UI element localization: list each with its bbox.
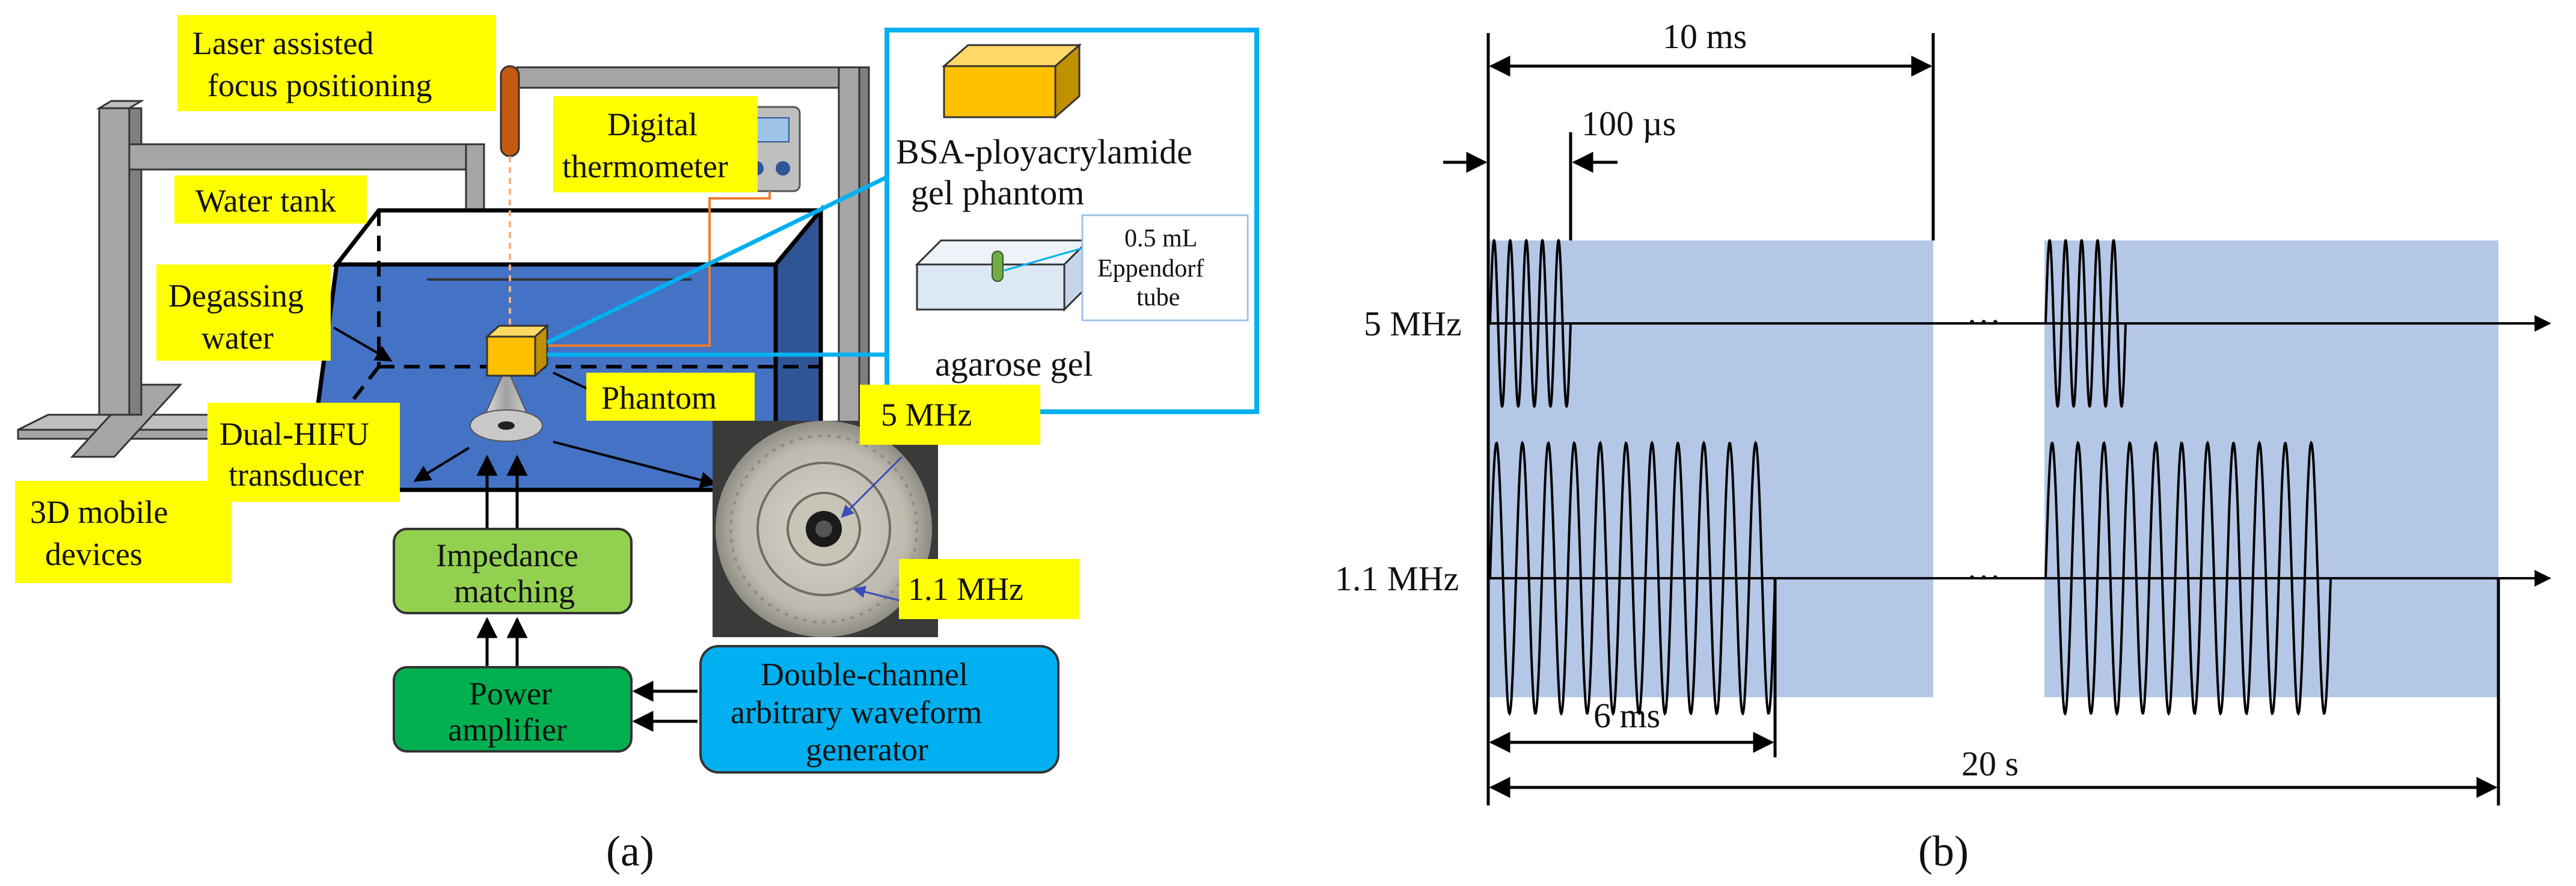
generator-line2: arbitrary waveform — [731, 694, 982, 730]
label-degassing-line1: Degassing — [168, 278, 304, 314]
label-degassing-line2: water — [201, 320, 274, 356]
label-transducer-line2: transducer — [228, 457, 364, 493]
channel-label-11mhz: 1.1 MHz — [1335, 559, 1459, 598]
waveform-generator-box — [699, 645, 1060, 774]
label-water-tank-bg — [174, 176, 367, 224]
channel-label-5mhz: 5 MHz — [1364, 304, 1462, 343]
yellow-labels: Laser assisted focus positioning Digital… — [15, 15, 1079, 619]
inset-tube-line3: tube — [1136, 284, 1180, 311]
label-laser-bg — [177, 15, 496, 111]
waveform-5mhz-burst-2 — [2044, 239, 2127, 408]
waveform-11mhz-burst-1 — [1489, 440, 1776, 716]
label-thermometer-line1: Digital — [607, 106, 698, 142]
label-thermometer-line2: thermometer — [562, 148, 728, 185]
inset-tube-line2: Eppendorf — [1097, 255, 1204, 283]
caption-b: (b) — [1918, 827, 1969, 875]
label-mobile-line2: devices — [45, 536, 143, 572]
generator-line1: Double-channel — [761, 656, 968, 692]
dim-period: 10 ms — [1663, 17, 1747, 56]
label-degassing-bg — [156, 264, 331, 361]
amplifier-line1: Power — [469, 676, 552, 712]
transducer-cone-icon — [470, 365, 543, 442]
label-phantom-bg — [586, 373, 755, 421]
impedance-matching-box — [393, 528, 633, 614]
inset-tube-line1: 0.5 mL — [1124, 225, 1197, 252]
label-transducer-line1: Dual-HIFU — [219, 416, 369, 452]
waveform-5mhz-burst-1 — [1489, 239, 1572, 408]
label-thermometer-bg — [553, 96, 758, 192]
ellipsis-5mhz: ··· — [1966, 302, 2001, 341]
laser-support-frame — [516, 66, 870, 459]
generator-line3: generator — [806, 732, 928, 768]
ellipsis-11mhz: ··· — [1966, 558, 2001, 597]
label-5mhz: 5 MHz — [881, 397, 972, 433]
impedance-line1: Impedance — [436, 537, 578, 573]
label-laser-line2: focus positioning — [207, 67, 432, 103]
inset-bsa-line1: BSA-ployacrylamide — [896, 132, 1192, 171]
label-5mhz-bg — [860, 385, 1040, 445]
panel-b: 10 ms 100 µs 6 ms 20 s 5 MHz 1.1 MHz ···… — [1335, 17, 2551, 875]
label-laser-line1: Laser assisted — [192, 25, 373, 61]
dimension-arrows — [1443, 55, 2498, 798]
inset-bsa-line2: gel phantom — [911, 173, 1084, 212]
water-tank — [304, 204, 826, 496]
label-transducer-bg — [207, 403, 400, 502]
dim-long-pulse: 6 ms — [1593, 696, 1660, 735]
impedance-line2: matching — [454, 573, 575, 610]
label-mobile-line1: 3D mobile — [30, 494, 168, 530]
phantom-cube — [485, 323, 550, 378]
label-mobile-bg — [15, 481, 232, 583]
caption-a: (a) — [606, 827, 654, 875]
label-11mhz: 1.1 MHz — [908, 571, 1023, 607]
agarose-gel-icon — [915, 238, 1091, 312]
waveform-11mhz-burst-2 — [2044, 440, 2332, 716]
label-phantom: Phantom — [601, 380, 717, 416]
dim-total: 20 s — [1961, 744, 2019, 783]
label-11mhz-bg — [899, 559, 1079, 619]
tube-label-box — [1081, 214, 1249, 322]
reference-lines — [1486, 33, 2500, 805]
transducer-photo-icon — [713, 421, 938, 637]
amplifier-line2: amplifier — [448, 712, 567, 748]
inset-agarose: agarose gel — [935, 344, 1093, 383]
dim-short-pulse: 100 µs — [1581, 104, 1676, 143]
phantom-inset: BSA-ployacrylamide gel phantom 0.5 mL Ep… — [885, 28, 1259, 414]
bsa-gel-icon — [942, 43, 1082, 120]
power-amplifier-box — [393, 666, 633, 753]
equipment-chain: Impedance matching Power amplifier Doubl… — [393, 454, 1060, 774]
laser-pointer-icon — [500, 65, 520, 334]
pulse-window-2 — [2044, 240, 2498, 697]
label-water-tank: Water tank — [195, 183, 336, 219]
panel-a: BSA-ployacrylamide gel phantom 0.5 mL Ep… — [15, 15, 1259, 875]
